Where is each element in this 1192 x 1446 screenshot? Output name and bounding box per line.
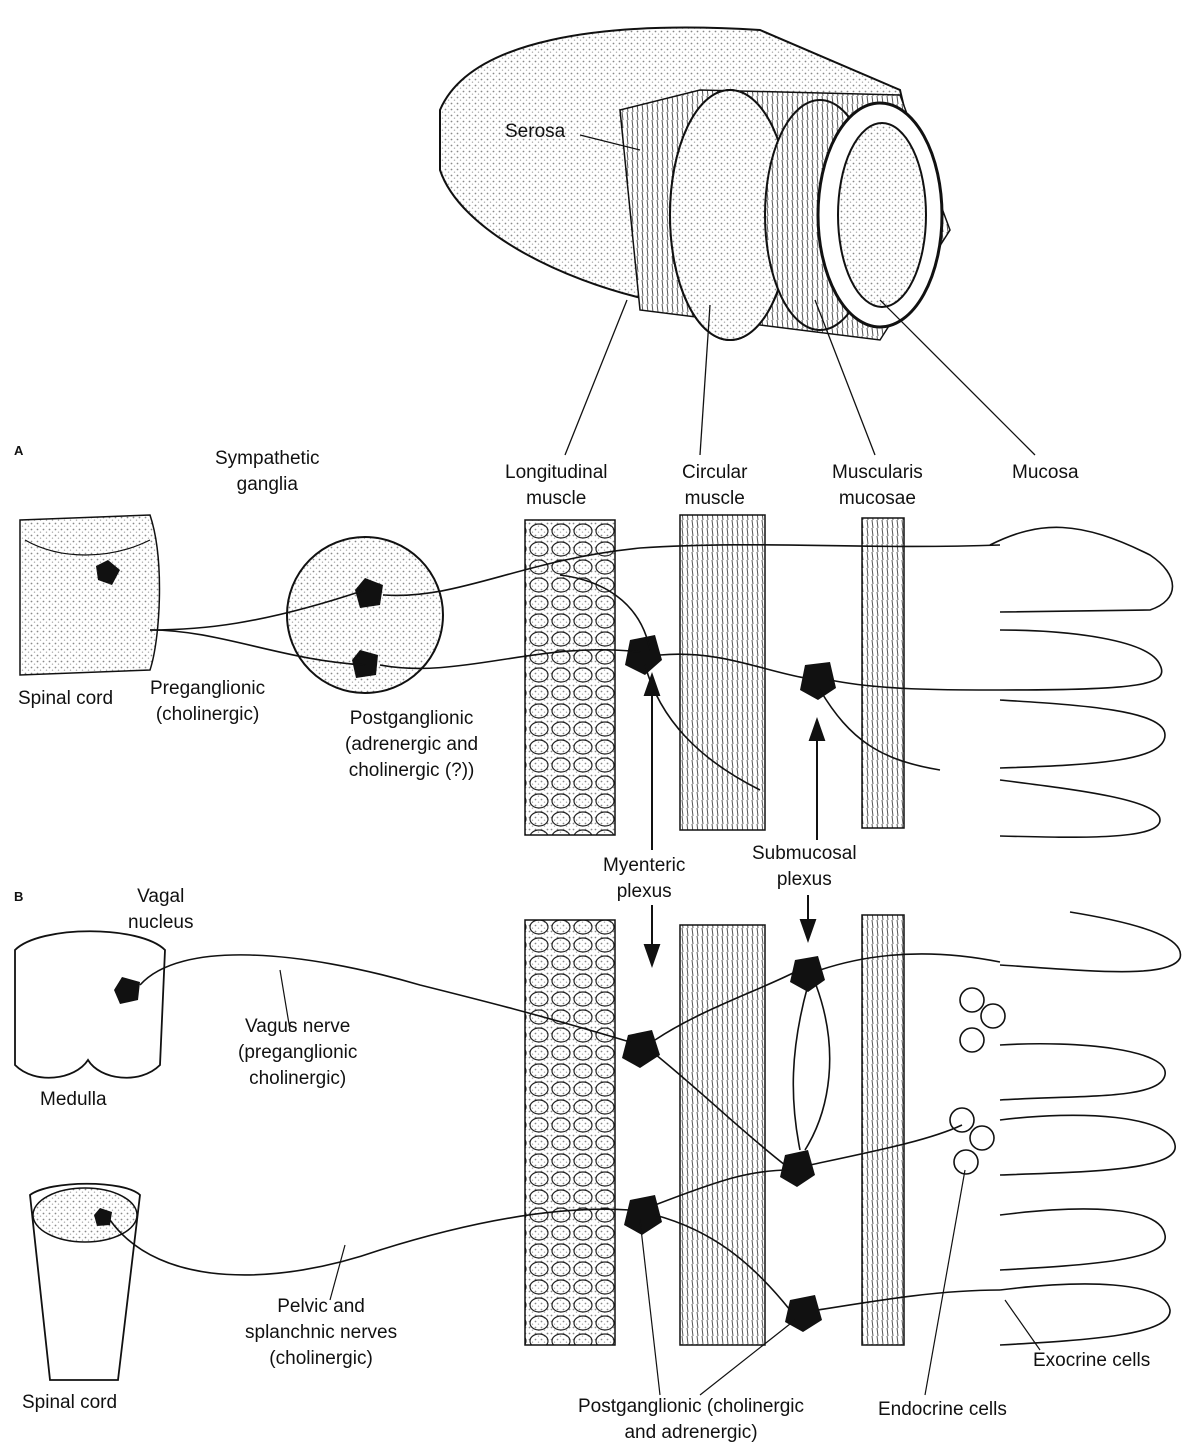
circular-muscle-a: [680, 515, 765, 830]
medulla: [15, 931, 165, 1077]
spinal-cord-a-label: Spinal cord: [18, 686, 113, 712]
endocrine-cells-drawing: [950, 988, 1005, 1174]
longitudinal-muscle-b: [525, 920, 615, 1345]
medulla-label: Medulla: [40, 1087, 107, 1113]
spinal-cord-a: [20, 515, 159, 675]
gut-tube-illustration: [440, 28, 1035, 455]
sympathetic-ganglion: [287, 537, 443, 693]
spinal-cord-b: [30, 1184, 140, 1380]
longitudinal-muscle-a: [525, 520, 615, 835]
muscularis-mucosae-b: [862, 915, 904, 1345]
serosa-label: Serosa: [505, 119, 565, 145]
endocrine-cells-label: Endocrine cells: [878, 1397, 1007, 1423]
mucosa-folds-b: [1000, 912, 1180, 1345]
mucosa-folds-a: [990, 527, 1173, 837]
spinal-cord-b-label: Spinal cord: [22, 1390, 117, 1416]
exocrine-cells-label: Exocrine cells: [1033, 1348, 1150, 1374]
circular-muscle-b: [680, 925, 765, 1345]
mucosa-label: Mucosa: [1012, 460, 1079, 486]
panel-label-a: A: [14, 443, 23, 458]
panel-label-b: B: [14, 889, 23, 904]
muscularis-mucosae-a: [862, 518, 904, 828]
preganglionic-label: Preganglionic(cholinergic): [150, 676, 265, 728]
